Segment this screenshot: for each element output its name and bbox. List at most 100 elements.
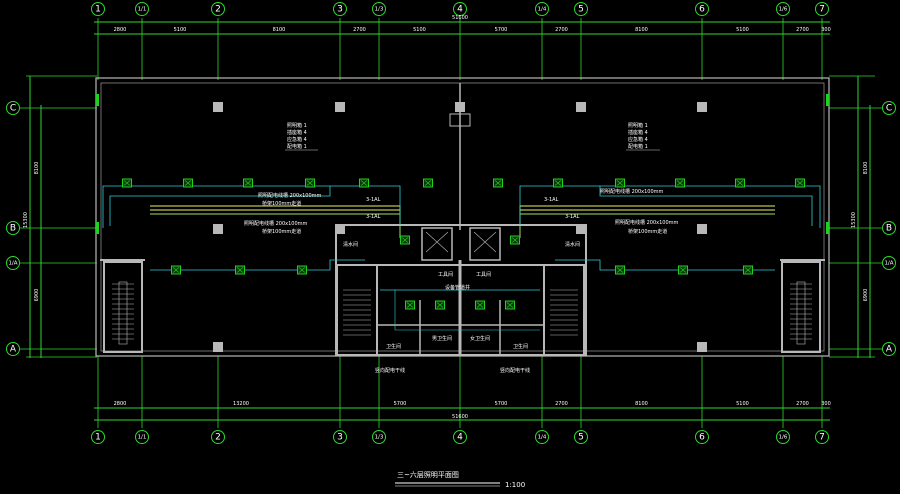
column — [213, 224, 223, 234]
room-wc-women: 女卫生间 — [470, 335, 490, 342]
light-fixture-cross — [554, 180, 562, 186]
elevator — [469, 227, 501, 261]
dimension-text: 5700 — [495, 27, 508, 33]
room-wc-right: 卫生间 — [513, 343, 528, 350]
tray-label: 桥架100mm走道 — [262, 200, 301, 207]
dimension-text: 8100 — [273, 27, 286, 33]
light-fixture-cross — [679, 267, 687, 273]
room-wc-left: 卫生间 — [386, 343, 401, 350]
axis-bubble — [135, 2, 149, 16]
axis-label: 1/4 — [538, 435, 547, 441]
axis-bubble — [882, 221, 896, 235]
tray-label: 桥架100mm走道 — [628, 228, 667, 235]
riser-label: 竖向配电干线 — [375, 367, 405, 374]
axis-bubble — [6, 342, 20, 356]
legend-item: 配电箱 1 — [287, 143, 307, 150]
dimension-text: 2800 — [114, 401, 127, 407]
circuit — [555, 259, 775, 271]
axis-bubble — [333, 430, 347, 444]
light-fixture-cross — [424, 180, 432, 186]
legend-item: 照明箱 1 — [628, 122, 648, 129]
axis-bubble — [135, 430, 149, 444]
shaft — [449, 113, 471, 127]
light-fixture-cross — [244, 180, 252, 186]
room-wc-men: 男卫生间 — [432, 335, 452, 342]
column — [335, 224, 345, 234]
axis-bubble — [211, 2, 225, 16]
room-tool-left: 工具间 — [438, 271, 453, 278]
light-fixture-cross — [736, 180, 744, 186]
light-fixture-cross — [306, 180, 314, 186]
distribution-panel-icon — [96, 94, 99, 106]
axis-bubble — [815, 2, 829, 16]
axis-label: 5 — [578, 433, 584, 443]
axis-label: 7 — [819, 433, 825, 443]
axis-label: 5 — [578, 5, 584, 15]
tray-label: 桥架100mm走道 — [262, 228, 301, 235]
room-water-left: 清水间 — [343, 241, 358, 248]
labels: 工具间 工具间 设备管道井 清水间 清水间 男卫生间 女卫生间 卫生间 卫生间 … — [244, 122, 679, 374]
light-fixture-cross — [796, 180, 804, 186]
column — [455, 102, 465, 112]
dimension-text: 8100 — [34, 162, 40, 175]
axis-label: C — [10, 104, 16, 114]
room-tool-right: 工具间 — [476, 271, 491, 278]
dimension-text: 5100 — [174, 27, 187, 33]
panel-label: 3-1AL — [366, 197, 381, 203]
stair-well — [118, 281, 128, 345]
axis-bubble — [776, 430, 790, 444]
stairwell — [103, 261, 143, 353]
legend-item: 应急箱 4 — [628, 136, 648, 143]
axis-label: 1/6 — [779, 7, 788, 13]
axis-label: B — [886, 224, 892, 234]
dimension-total: 15300 — [23, 212, 29, 228]
legend-item: 配电箱 1 — [628, 143, 648, 150]
drawing-title: 三~六层照明平面图 — [397, 470, 459, 479]
panel-label: 3-1AL — [366, 214, 381, 220]
stairwell — [336, 264, 378, 356]
axis-bubble — [535, 2, 549, 16]
dimension-text: 300 — [821, 27, 831, 33]
dimension-text: 5700 — [394, 401, 407, 407]
axis-bubble — [91, 430, 105, 444]
circuit — [519, 185, 821, 228]
dimension-text: 8100 — [635, 401, 648, 407]
axis-label: 1/A — [8, 261, 17, 267]
circuit — [394, 290, 540, 331]
dimension-text: 300 — [821, 401, 831, 407]
axis-label: 4 — [457, 5, 463, 15]
axis-label: 6 — [699, 433, 705, 443]
building-walls — [95, 77, 830, 357]
axis-label: 1/1 — [138, 7, 147, 13]
axis-label: 1/1 — [138, 435, 147, 441]
axis-bubble — [372, 430, 386, 444]
light-fixture-cross — [511, 237, 519, 243]
exterior-wall — [95, 77, 830, 357]
axis-label: 1/3 — [375, 435, 384, 441]
panel-label: 3-1AL — [565, 214, 580, 220]
riser-label: 竖向配电干线 — [500, 367, 530, 374]
tray-label: 照明配电线槽 200x100mm — [244, 220, 308, 227]
axis-bubble — [574, 430, 588, 444]
dimension-text: 2700 — [353, 27, 366, 33]
axis-label: 7 — [819, 5, 825, 15]
stair-well — [796, 281, 806, 345]
column — [576, 102, 586, 112]
light-fixture-cross — [172, 267, 180, 273]
legend-item: 照明箱 1 — [287, 122, 307, 129]
dimension-text: 2700 — [555, 401, 568, 407]
axis-label: 2 — [215, 433, 221, 443]
axis-label: B — [10, 224, 16, 234]
circuit — [150, 259, 365, 271]
distribution-panel-icon — [826, 94, 829, 106]
axis-bubble — [776, 2, 790, 16]
light-fixture-cross — [406, 302, 414, 308]
exterior-wall-inner — [100, 82, 825, 352]
legend-item: 应急箱 4 — [287, 136, 307, 143]
axis-label: 1 — [95, 5, 101, 15]
elevator-cross — [425, 231, 449, 253]
dimension-text: 5700 — [495, 401, 508, 407]
tray-label: 照明配电线槽 200x100mm — [600, 188, 664, 195]
axis-label: 6 — [699, 5, 705, 15]
